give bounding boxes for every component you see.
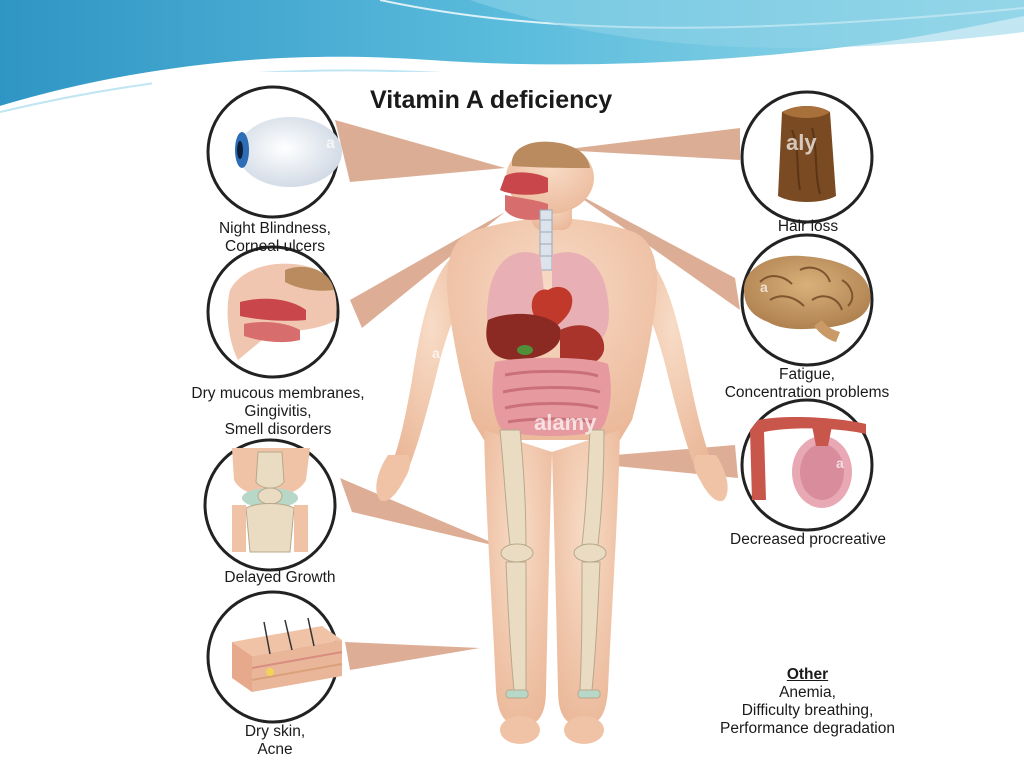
svg-text:alamy: alamy [534,410,597,435]
pointer-skin [345,642,480,670]
leg-bones [499,429,607,699]
label-mouth-line1: Dry mucous membranes, [191,385,365,402]
pointer-brain [570,190,740,310]
eye-icon [238,117,342,187]
label-mouth: Dry mucous membranes, Gingivitis, Smell … [162,385,394,439]
label-knee: Delayed Growth [195,569,365,587]
svg-text:aly: aly [786,130,817,155]
svg-text:a: a [836,455,844,471]
circle-knee [203,438,337,572]
other-heading: Other [786,666,829,683]
label-eye-line1: Night Blindness, [218,220,331,237]
circle-brain [740,233,874,367]
diagram-title: Vitamin A deficiency [370,86,613,114]
label-skin-line2: Acne [257,741,293,758]
label-skin: Dry skin, Acne [215,723,335,759]
intestines [492,357,611,436]
header-swoosh-decoration [0,0,1024,113]
svg-text:a: a [650,345,658,361]
other-item: Difficulty breathing, [741,702,874,719]
svg-text:a: a [432,345,440,361]
brain-icon [744,255,871,342]
circle-hair [740,90,874,224]
label-reproductive: Decreased procreative [700,531,916,549]
label-eye-line2: Corneal ulcers [225,238,325,255]
circle-eye [206,85,342,219]
hair-strand-icon [778,106,836,202]
pointer-knee [340,478,505,548]
circle-reproductive [740,398,874,532]
label-knee-line1: Delayed Growth [224,569,336,586]
other-symptoms: Other Anemia, Difficulty breathing, Perf… [695,666,920,738]
watermarks: a aly a a alamy a a [326,130,844,471]
circle-mouth [206,245,340,379]
label-brain-line1: Fatigue, [778,366,835,383]
pointer-hair [560,128,740,160]
label-hair-line1: Hair loss [777,218,839,235]
other-item: Anemia, [779,684,836,701]
circle-skin [206,590,343,724]
label-brain-line2: Concentration problems [724,384,890,401]
human-body-diagram: a aly a a alamy a a [203,85,874,744]
svg-text:a: a [326,135,335,152]
label-brain: Fatigue, Concentration problems [692,366,922,402]
pointer-eye [335,120,505,182]
reproductive-organ-icon [750,417,866,508]
knee-joint-icon [232,448,310,553]
label-mouth-line2: Gingivitis, [244,403,312,420]
trachea [539,209,553,271]
label-hair: Hair loss [748,218,868,236]
label-mouth-line3: Smell disorders [224,421,332,438]
svg-text:a: a [760,279,768,295]
skin-layers-icon [232,617,343,692]
label-skin-line1: Dry skin, [244,723,306,740]
diagram-panel: a aly a a alamy a a [152,72,945,768]
label-eye: Night Blindness, Corneal ulcers [195,220,355,256]
other-item: Performance degradation [720,720,895,737]
label-reproductive-line1: Decreased procreative [730,531,886,548]
liver-stomach [486,313,605,366]
head-cross-section [500,141,590,220]
